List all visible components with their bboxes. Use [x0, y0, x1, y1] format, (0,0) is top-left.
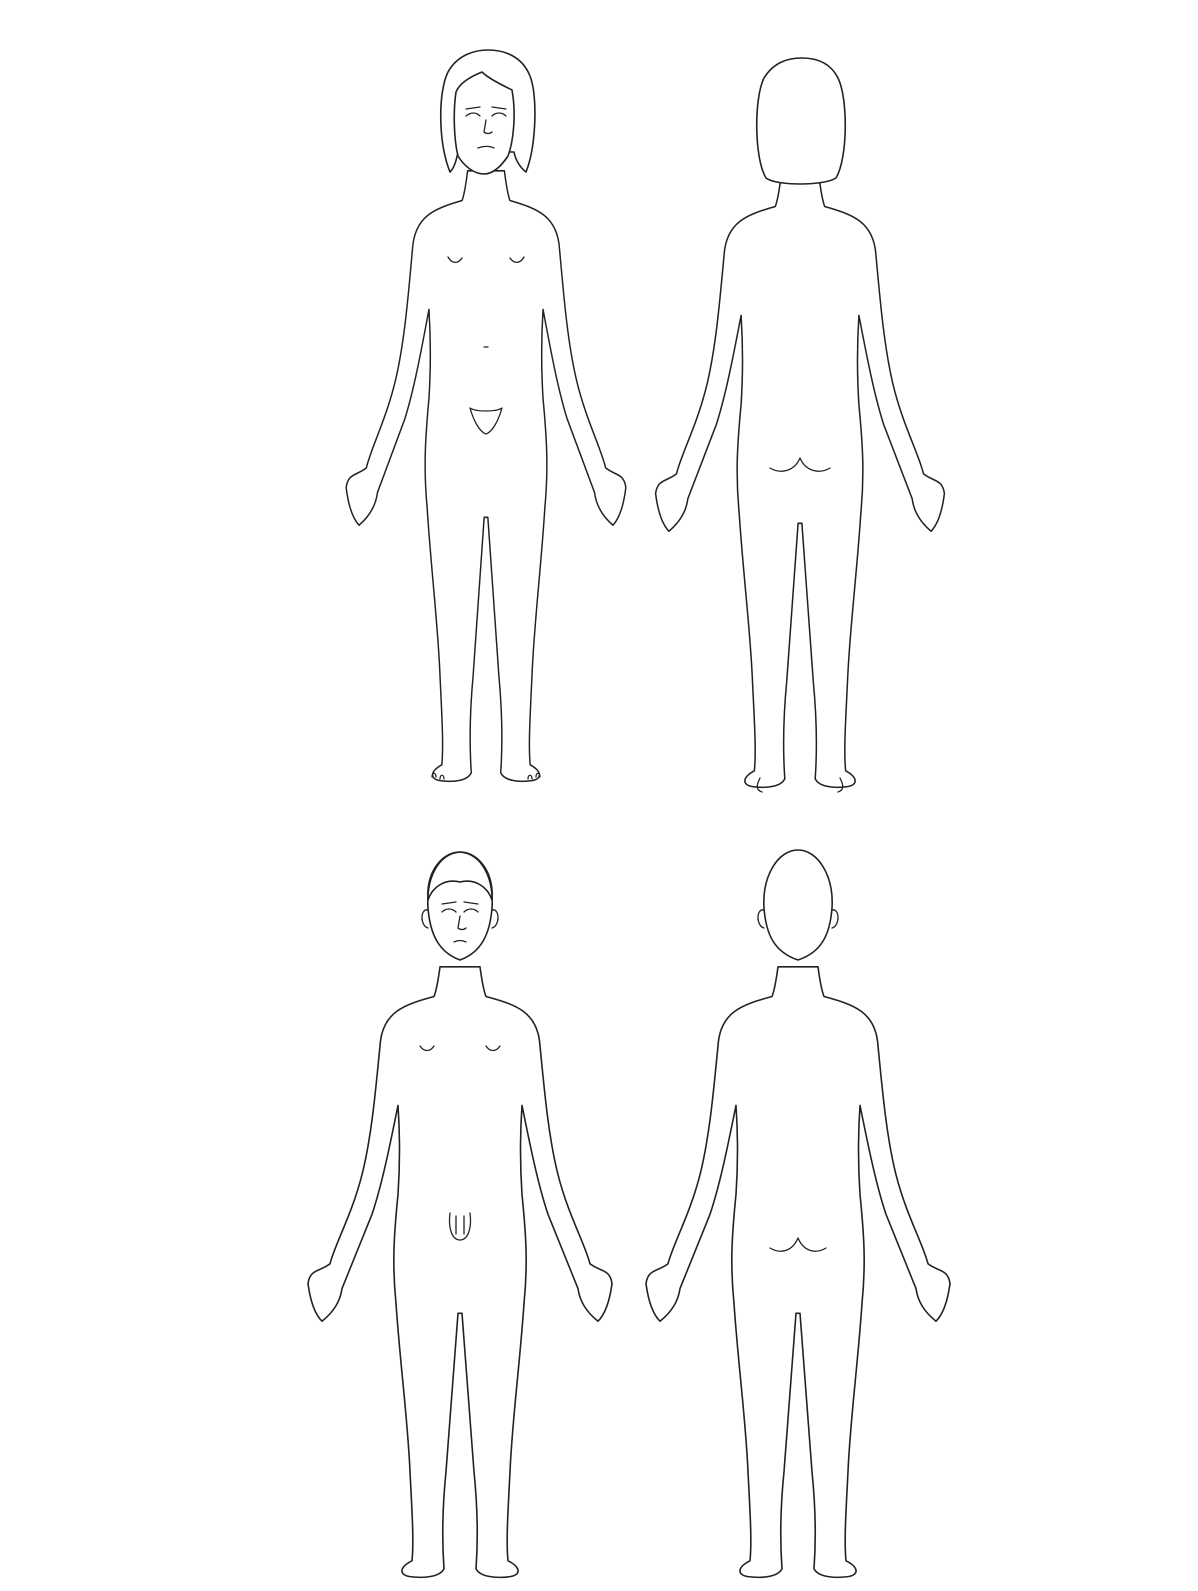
girl-back-head — [757, 58, 846, 184]
boy-front-head — [428, 852, 492, 960]
boy-back-body-outline — [646, 967, 950, 1578]
boy-back-figure — [646, 850, 950, 1577]
girl-front-body-outline — [346, 171, 626, 782]
girl-back-body-outline — [656, 177, 945, 788]
boy-front-body-outline — [308, 967, 612, 1578]
girl-front-figure — [346, 50, 626, 781]
girl-back-figure — [656, 58, 945, 792]
boy-back-head — [764, 850, 832, 960]
boy-front-figure — [308, 852, 612, 1577]
girl-front-face — [454, 72, 514, 174]
